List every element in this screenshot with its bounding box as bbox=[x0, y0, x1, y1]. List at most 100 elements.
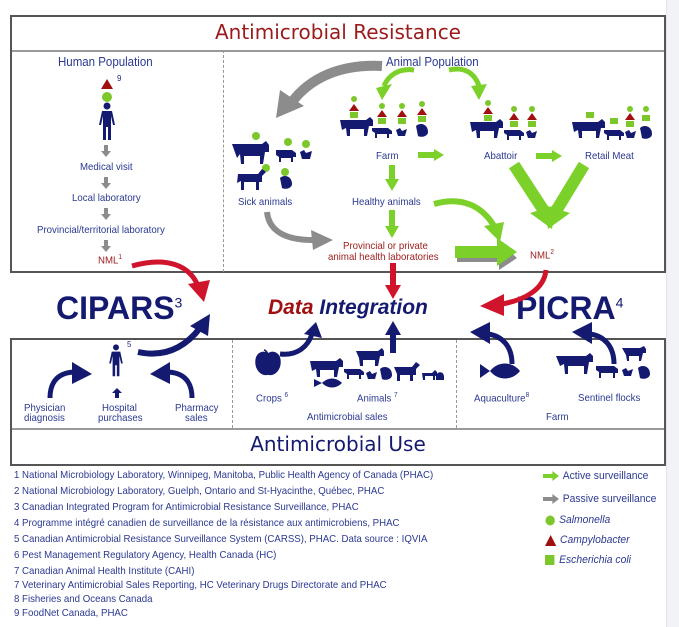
turkey-icon bbox=[280, 176, 292, 189]
crops-label: Crops 6 bbox=[256, 392, 289, 405]
footnote-6: 6 Pest Management Regulatory Agency, Hea… bbox=[14, 549, 277, 561]
use-title: Antimicrobial Use bbox=[250, 432, 426, 456]
active-arrow-healthy-to-nml bbox=[433, 198, 504, 242]
apple-icon bbox=[255, 349, 281, 376]
use-divider-right bbox=[456, 340, 457, 428]
green-square-icon bbox=[545, 554, 555, 565]
resistance-title: Antimicrobial Resistance bbox=[214, 20, 461, 44]
active-arrow-farm-to-healthy bbox=[385, 165, 399, 191]
fish-icon bbox=[314, 378, 342, 388]
footnote-3: 3 Canadian Integrated Program for Antimi… bbox=[14, 501, 359, 513]
fish-icon bbox=[480, 363, 520, 379]
active-arrow-to-farm bbox=[376, 67, 415, 100]
active-arrow-to-abattoir bbox=[448, 66, 487, 100]
use-divider-left bbox=[232, 340, 233, 428]
combined-arrow-labs-to-nml bbox=[455, 238, 517, 270]
red-arrow-nml2-to-integration bbox=[480, 269, 549, 316]
navy-arrow-aquaculture-to-integration bbox=[470, 322, 515, 365]
nml-1-label: NML1 bbox=[98, 254, 122, 267]
person-icon bbox=[99, 102, 115, 140]
navy-arrow-crops-to-integration bbox=[279, 322, 322, 357]
gray-down-arrow-icon bbox=[101, 177, 111, 189]
resistance-panel: Antimicrobial Resistance bbox=[10, 15, 666, 273]
footnote-7a: 7 Canadian Animal Health Institute (CAHI… bbox=[14, 565, 195, 577]
gray-down-arrow-icon bbox=[101, 240, 111, 252]
active-arrow-farm-to-abattoir bbox=[418, 149, 444, 161]
sentinel-flocks-label: Sentinel flocks bbox=[578, 392, 641, 404]
active-arrow-abattoir-to-retail bbox=[536, 150, 562, 162]
abattoir-label: Abattoir bbox=[484, 150, 518, 162]
red-triangle-icon bbox=[545, 534, 557, 546]
cipars-title: CIPARS3 bbox=[56, 290, 183, 326]
person-icon bbox=[109, 344, 123, 377]
footnote-8: 8 Fisheries and Oceans Canada bbox=[14, 593, 153, 605]
footnote-5: 5 Canadian Antimicrobial Resistance Surv… bbox=[14, 533, 428, 545]
sick-animals-icons bbox=[232, 132, 312, 190]
passive-arrow-sick-to-labs bbox=[264, 211, 333, 250]
pig-icon bbox=[276, 150, 296, 162]
pharmacy-label-2: sales bbox=[185, 412, 208, 424]
scrollbar-track[interactable] bbox=[666, 0, 679, 627]
footnote-4: 4 Programme intégré canadien de surveill… bbox=[14, 517, 400, 529]
nml-2-label: NML2 bbox=[530, 249, 554, 262]
active-arrow-healthy-to-labs bbox=[385, 210, 399, 238]
resistance-title-divider bbox=[12, 50, 664, 52]
retail-meat-label: Retail Meat bbox=[585, 150, 634, 162]
navy-arrow-animals-to-integration bbox=[385, 321, 401, 353]
animal-population-title: Animal Population bbox=[386, 55, 479, 69]
red-arrow-nml1-to-cipars bbox=[131, 259, 210, 302]
labs-label-line1: Provincial or private bbox=[343, 240, 428, 252]
farm-use-label: Farm bbox=[546, 411, 569, 423]
sentinel-flocks-icons bbox=[556, 346, 650, 379]
cow-icon bbox=[232, 141, 269, 164]
hospital-label-1: Hospital bbox=[102, 402, 137, 414]
navy-arrow-sentinel-to-picra bbox=[572, 322, 617, 365]
red-arrow-labs-to-integration bbox=[385, 263, 401, 299]
chicken-icon bbox=[300, 150, 312, 159]
human-step-local-lab: Local laboratory bbox=[72, 192, 141, 204]
salmonella-marker-human bbox=[102, 92, 112, 102]
footnote-7b: 7 Veterinary Antimicrobial Sales Reporti… bbox=[14, 579, 387, 591]
navy-arrow-pharmacy bbox=[150, 362, 195, 399]
animals-label: Animals 7 bbox=[357, 392, 398, 405]
gray-arrow-icon bbox=[543, 494, 559, 504]
physician-label-1: Physician bbox=[24, 402, 66, 414]
green-arrow-icon bbox=[543, 471, 559, 481]
legend-campylobacter: Campylobacter bbox=[545, 534, 630, 546]
hospital-label-2: purchases bbox=[98, 412, 143, 424]
gray-down-arrow-icon bbox=[101, 145, 111, 157]
human-source-sup: 9 bbox=[117, 74, 122, 83]
human-step-medical-visit: Medical visit bbox=[80, 161, 133, 173]
pharmacy-label-1: Pharmacy bbox=[175, 402, 219, 414]
legend-passive: Passive surveillance bbox=[543, 493, 656, 505]
human-animal-divider bbox=[223, 50, 224, 272]
navy-arrow-human-to-cipars bbox=[137, 314, 210, 357]
sick-animals-label: Sick animals bbox=[238, 196, 293, 208]
legend-active: Active surveillance bbox=[543, 470, 648, 482]
antimicrobial-sales-label: Antimicrobial sales bbox=[307, 411, 388, 423]
healthy-animals-label: Healthy animals bbox=[352, 196, 421, 208]
footnote-1: 1 National Microbiology Laboratory, Winn… bbox=[14, 469, 434, 481]
aquaculture-label: Aquaculture8 bbox=[474, 392, 530, 405]
abattoir-animals-icons bbox=[470, 100, 537, 140]
data-integration-title: Data Integration bbox=[268, 296, 428, 319]
physician-label-2: diagnosis bbox=[24, 412, 65, 424]
picra-title: PICRA4 bbox=[516, 290, 624, 326]
passive-arrow-to-sick bbox=[276, 60, 383, 118]
human-use-sup: 5 bbox=[127, 340, 132, 349]
human-population-title: Human Population bbox=[58, 55, 153, 69]
horse-icon bbox=[237, 169, 266, 190]
farm-label: Farm bbox=[376, 150, 399, 162]
sales-animals-icons bbox=[310, 348, 444, 388]
footnote-2: 2 National Microbiology Laboratory, Guel… bbox=[14, 485, 385, 497]
legend-ecoli: Escherichia coli bbox=[545, 554, 631, 566]
green-circle-icon bbox=[545, 515, 555, 525]
gray-down-arrow-icon bbox=[101, 208, 111, 220]
farm-animals-icons bbox=[340, 96, 428, 138]
active-arrow-retail-to-nml bbox=[544, 161, 590, 229]
labs-label-line2: animal health laboratories bbox=[328, 251, 439, 263]
campylobacter-marker-human bbox=[101, 79, 113, 89]
use-title-divider bbox=[12, 428, 664, 430]
navy-arrow-up-icon bbox=[112, 388, 122, 398]
human-step-provincial-lab: Provincial/territorial laboratory bbox=[37, 224, 165, 236]
